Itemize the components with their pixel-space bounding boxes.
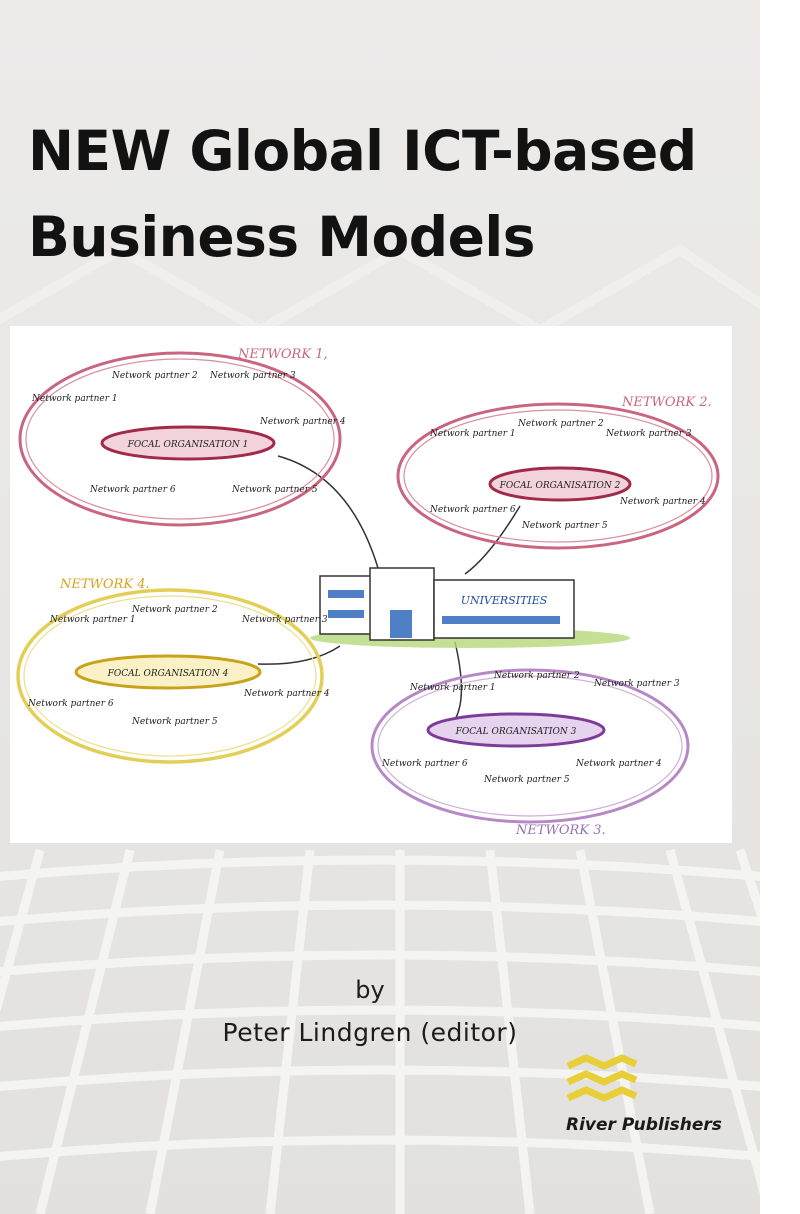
book-cover: NEW Global ICT-based Business Models NET… bbox=[0, 0, 760, 1214]
network-diagram: NETWORK 1, FOCAL ORGANISATION 1 Network … bbox=[10, 326, 732, 843]
network-4-partner-5: Network partner 5 bbox=[131, 717, 218, 727]
network-3-partner-6: Network partner 6 bbox=[381, 759, 468, 769]
universities-building: UNIVERSITIES bbox=[310, 567, 630, 648]
author-name: Peter Lindgren (editor) bbox=[222, 1018, 518, 1047]
network-4-partner-3: Network partner 3 bbox=[241, 615, 328, 625]
network-3-partner-2: Network partner 2 bbox=[493, 671, 580, 681]
publisher-logo-icon bbox=[566, 1054, 638, 1102]
network-4: NETWORK 4. FOCAL ORGANISATION 4 Network … bbox=[16, 577, 330, 764]
network-3-partner-4: Network partner 4 bbox=[575, 759, 662, 769]
focal-organisation-2: FOCAL ORGANISATION 2 bbox=[499, 481, 621, 491]
network-3: NETWORK 3. FOCAL ORGANISATION 3 Network … bbox=[370, 668, 690, 838]
network-4-label: NETWORK 4. bbox=[59, 577, 150, 592]
network-3-partner-5: Network partner 5 bbox=[483, 775, 570, 785]
network-1-partner-4: Network partner 4 bbox=[259, 417, 346, 427]
network-2: NETWORK 2. FOCAL ORGANISATION 2 Network … bbox=[396, 395, 720, 550]
publisher-name: River Publishers bbox=[566, 1115, 722, 1135]
network-1-partner-6: Network partner 6 bbox=[89, 485, 176, 495]
network-2-partner-2: Network partner 2 bbox=[517, 419, 604, 429]
focal-organisation-3: FOCAL ORGANISATION 3 bbox=[455, 727, 577, 737]
network-1: NETWORK 1, FOCAL ORGANISATION 1 Network … bbox=[18, 347, 346, 527]
network-2-partner-3: Network partner 3 bbox=[605, 429, 692, 439]
title-line-2: Business Models bbox=[28, 205, 536, 269]
focal-organisation-4: FOCAL ORGANISATION 4 bbox=[107, 669, 229, 679]
network-3-label: NETWORK 3. bbox=[515, 823, 606, 838]
network-4-partner-2: Network partner 2 bbox=[131, 605, 218, 615]
network-2-partner-4: Network partner 4 bbox=[619, 497, 706, 507]
title-line-1: NEW Global ICT-based bbox=[28, 119, 697, 183]
network-1-partner-3: Network partner 3 bbox=[209, 371, 296, 381]
network-1-partner-1: Network partner 1 bbox=[31, 394, 118, 404]
network-1-label: NETWORK 1, bbox=[237, 347, 328, 362]
network-3-partner-1: Network partner 1 bbox=[409, 683, 496, 693]
network-4-partner-6: Network partner 6 bbox=[27, 699, 114, 709]
book-title: NEW Global ICT-based Business Models bbox=[28, 108, 748, 280]
network-4-partner-4: Network partner 4 bbox=[243, 689, 330, 699]
network-2-partner-5: Network partner 5 bbox=[521, 521, 608, 531]
network-1-partner-2: Network partner 2 bbox=[111, 371, 198, 381]
background-grid-pattern bbox=[0, 0, 760, 1214]
byline-by: by bbox=[355, 976, 385, 1004]
network-2-partner-1: Network partner 1 bbox=[429, 429, 516, 439]
focal-organisation-1: FOCAL ORGANISATION 1 bbox=[127, 440, 249, 450]
network-3-partner-3: Network partner 3 bbox=[593, 679, 680, 689]
network-2-partner-6: Network partner 6 bbox=[429, 505, 516, 515]
network-4-partner-1: Network partner 1 bbox=[49, 615, 136, 625]
network-1-partner-5: Network partner 5 bbox=[231, 485, 318, 495]
universities-label: UNIVERSITIES bbox=[461, 594, 548, 607]
network-2-label: NETWORK 2. bbox=[621, 395, 712, 410]
